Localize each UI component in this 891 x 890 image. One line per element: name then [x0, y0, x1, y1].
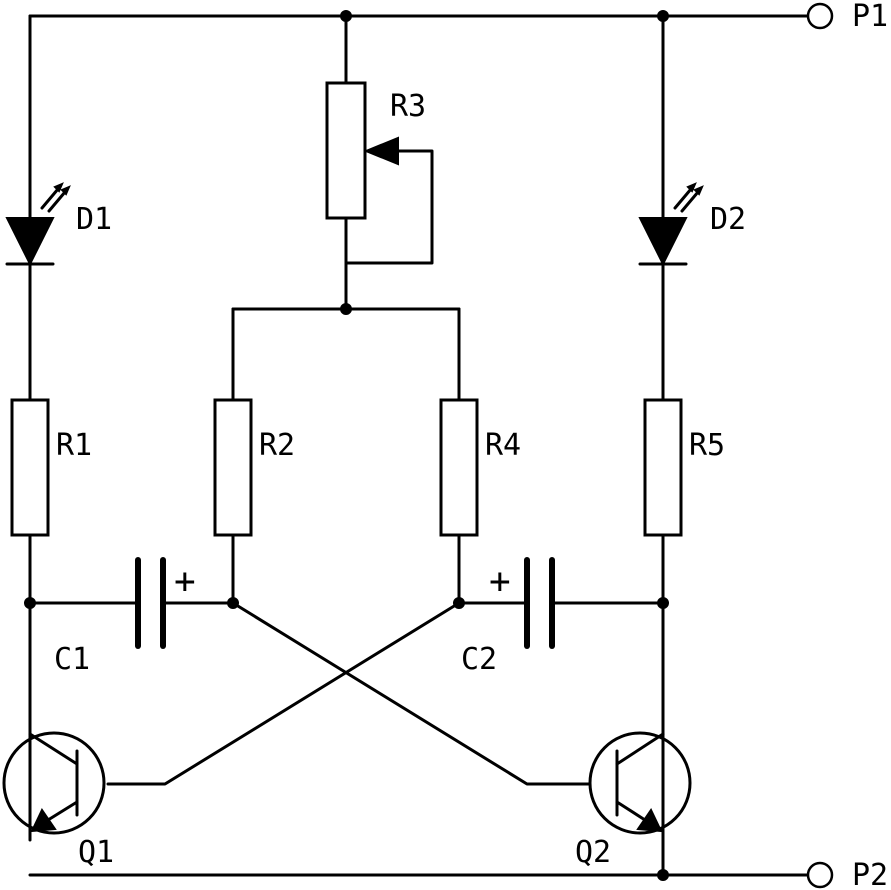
junctions	[24, 10, 669, 881]
wiper-arrow	[363, 136, 399, 166]
resistor-body	[643, 398, 683, 537]
led-d1: D1	[5, 182, 112, 267]
resistor-r2-label: R2	[259, 428, 295, 463]
led-d1-label: D1	[76, 202, 112, 237]
transistor-emitter	[615, 800, 647, 822]
resistor-r4: R4	[439, 398, 521, 537]
led-d2-label: D2	[710, 202, 746, 237]
junction-dot	[24, 597, 36, 609]
light-emission-icon	[40, 182, 71, 213]
transistor-q1: Q1	[2, 731, 114, 870]
cross-wire-q1-base	[106, 601, 461, 786]
light-emission-icon	[673, 182, 704, 213]
resistor-r2: R2	[213, 398, 295, 537]
junction-dot	[340, 10, 352, 22]
resistor-r5-label: R5	[689, 428, 725, 463]
terminal-p2-label: P2	[852, 858, 888, 890]
emitter-arrow	[30, 808, 57, 833]
capacitor-c1-label: C1	[54, 642, 90, 677]
terminal-p1: P1	[806, 0, 888, 34]
junction-dot	[657, 869, 669, 881]
r3-wiper-loop-wire	[344, 149, 434, 265]
resistor-body	[10, 398, 50, 537]
polarity-plus-icon: +	[489, 561, 511, 602]
potentiometer-r3-label: R3	[390, 89, 426, 124]
transistor-q2-label: Q2	[575, 835, 611, 870]
transistor-q2: Q2	[575, 731, 692, 870]
transistor-emitter	[46, 800, 79, 822]
terminal-circle	[806, 2, 834, 30]
resistor-r1-label: R1	[56, 428, 92, 463]
capacitor-c2: + C2	[461, 557, 555, 677]
transistor-envelope	[588, 731, 692, 835]
transistor-q1-label: Q1	[78, 835, 114, 870]
transistor-collector	[28, 732, 79, 766]
terminal-p2: P2	[806, 858, 888, 890]
resistor-r4-label: R4	[485, 428, 521, 463]
terminal-circle	[806, 861, 834, 889]
resistor-body	[325, 81, 367, 220]
emitter-arrow	[636, 808, 663, 833]
junction-dot	[453, 597, 465, 609]
polarity-plus-icon: +	[174, 561, 196, 602]
junction-dot	[227, 597, 239, 609]
potentiometer-r3: R3	[325, 81, 426, 220]
cross-wire-q2-base	[231, 601, 592, 786]
transistor-collector	[615, 732, 665, 766]
led-d2: D2	[638, 182, 746, 267]
junction-dot	[657, 597, 669, 609]
diode-triangle	[5, 217, 55, 267]
capacitor-c1: + C1	[54, 557, 196, 677]
junction-dot	[340, 303, 352, 315]
resistor-r1: R1	[10, 398, 92, 537]
transistor-envelope	[2, 731, 106, 835]
terminal-p1-label: P1	[852, 0, 888, 34]
capacitor-c2-label: C2	[461, 642, 497, 677]
diode-triangle	[638, 217, 688, 267]
resistor-r5: R5	[643, 398, 725, 537]
resistor-body	[213, 398, 253, 537]
resistor-body	[439, 398, 479, 537]
junction-dot	[657, 10, 669, 22]
